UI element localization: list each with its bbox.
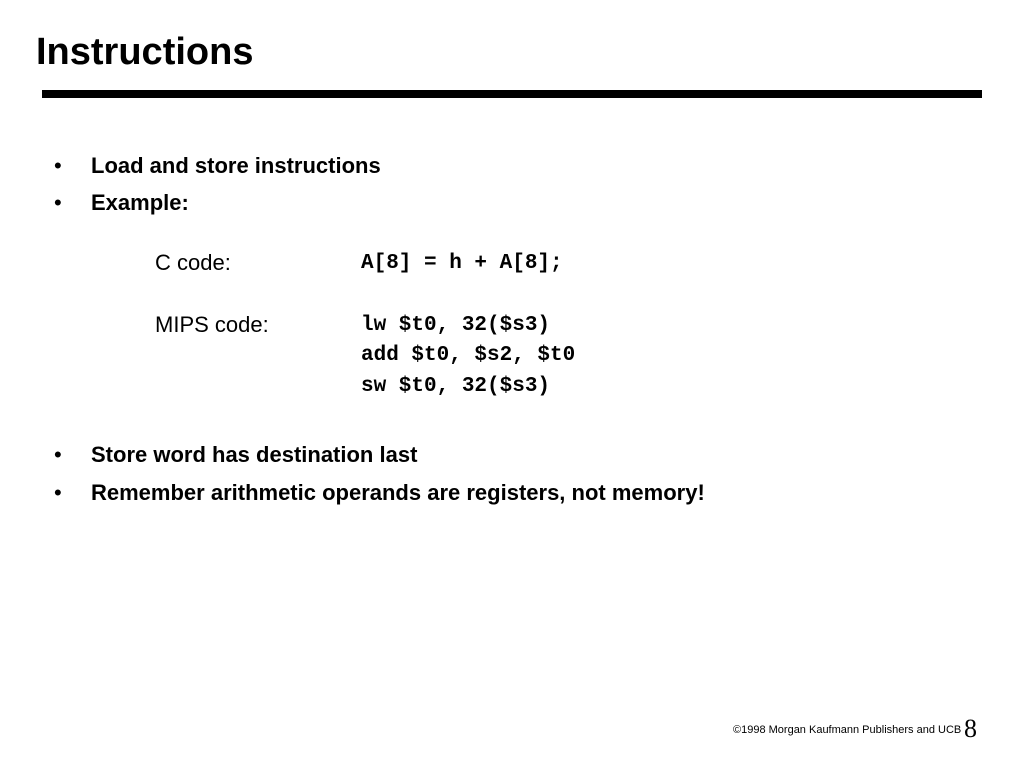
bullet-marker: •: [54, 442, 62, 467]
bullet-text: Remember arithmetic operands are registe…: [91, 480, 705, 505]
bullet-text: Load and store instructions: [91, 153, 381, 178]
slide-title: Instructions: [36, 31, 254, 73]
mips-code-label: MIPS code:: [155, 312, 269, 337]
bullet-marker: •: [54, 480, 62, 505]
title-underline: [42, 90, 982, 98]
bullet-marker: •: [54, 190, 62, 215]
mips-code-line-3: sw $t0, 32($s3): [361, 375, 551, 398]
bullet-marker: •: [54, 153, 62, 178]
mips-code-line-2: add $t0, $s2, $t0: [361, 344, 576, 367]
copyright-footer: ©1998 Morgan Kaufmann Publishers and UCB: [733, 724, 962, 736]
mips-code-line-1: lw $t0, 32($s3): [361, 314, 551, 337]
c-code-line: A[8] = h + A[8];: [361, 252, 563, 275]
page-number: 8: [964, 714, 977, 743]
c-code-label: C code:: [155, 250, 231, 275]
bullet-text: Store word has destination last: [91, 442, 418, 467]
bullet-text: Example:: [91, 190, 189, 215]
